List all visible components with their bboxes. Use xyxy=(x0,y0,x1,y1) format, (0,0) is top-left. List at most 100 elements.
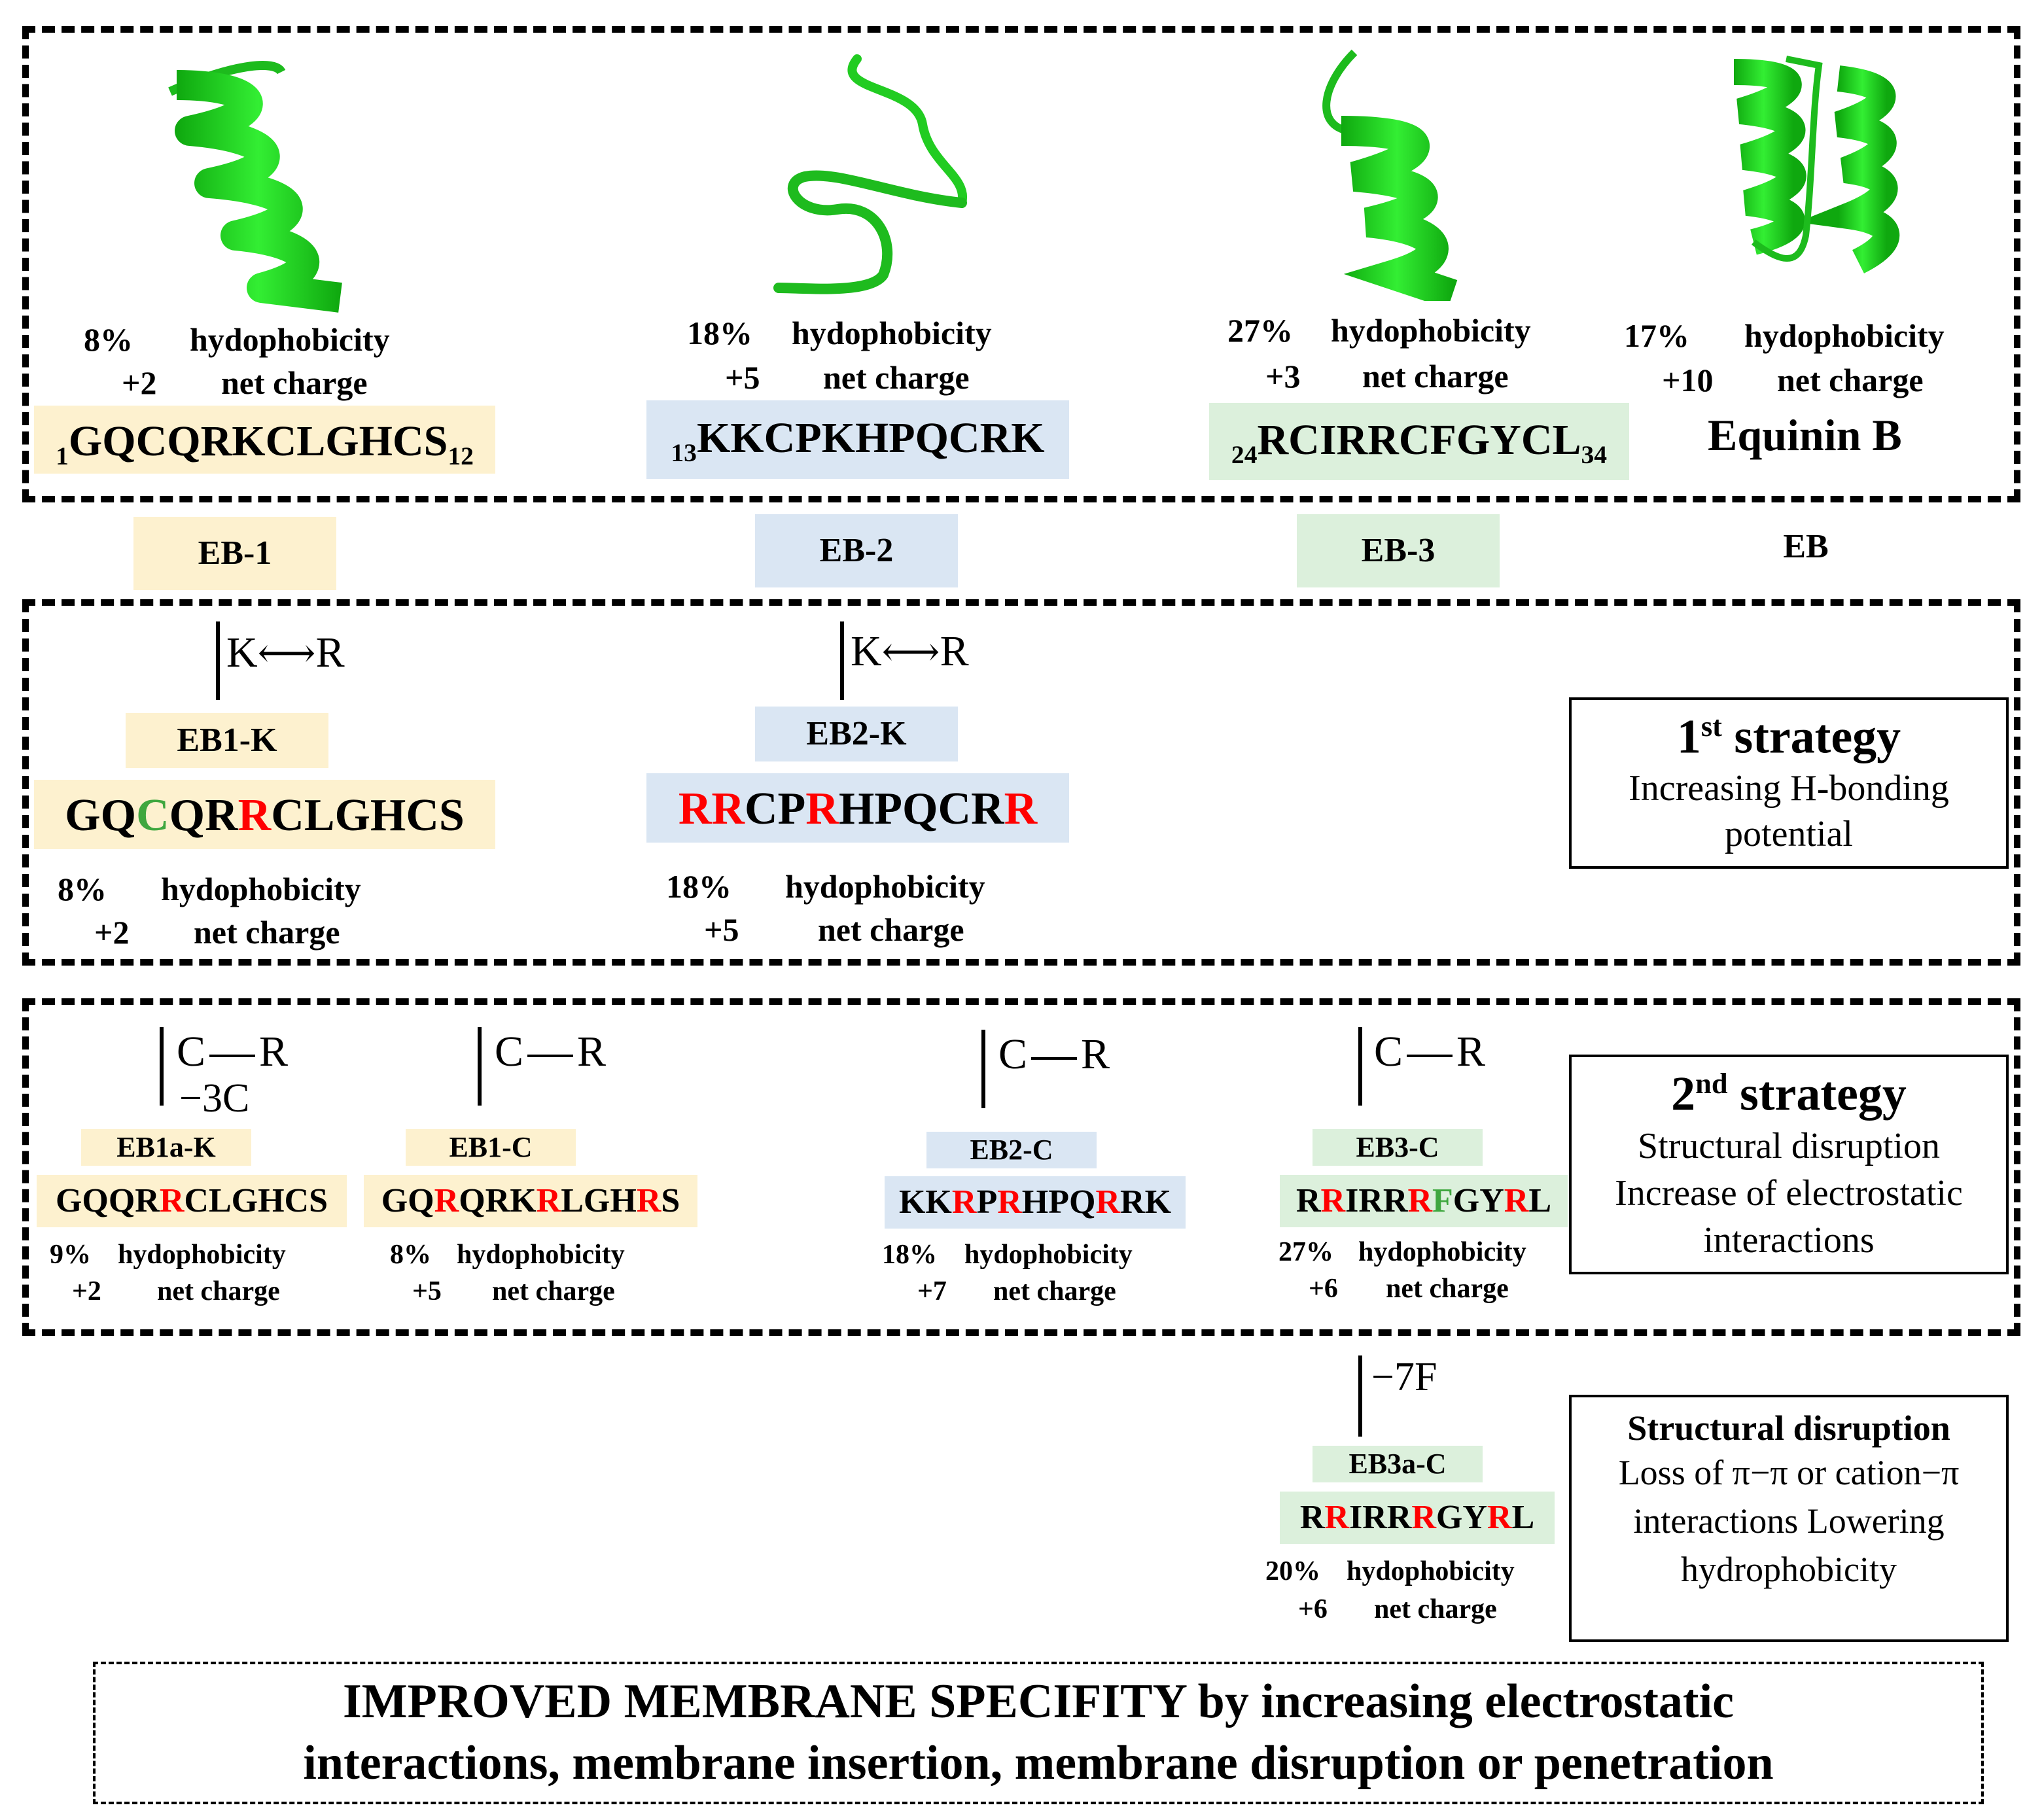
sequence-residue: IRR xyxy=(1345,1182,1408,1219)
sequence-residue: P xyxy=(976,1183,998,1221)
eb1ak-deletion: −3C xyxy=(179,1076,250,1121)
eb1ak-mutation-arrow xyxy=(160,1027,164,1106)
eb2-tag: EB-2 xyxy=(755,514,958,587)
strategy1-desc: Increasing H-bonding potential xyxy=(1629,767,1949,854)
eb-hydro-label: hydophobicity xyxy=(1744,317,1945,354)
eb3c-hydro-pct: 27% xyxy=(1278,1237,1333,1267)
eb3ac-hydro-pct: 20% xyxy=(1265,1556,1320,1586)
eb3c-tag: EB3-C xyxy=(1313,1129,1483,1166)
eb2k-sequence: RRCPRHPQCRR xyxy=(646,773,1069,843)
eb3ac-charge: +6 xyxy=(1298,1594,1328,1624)
eb1ak-sequence: GQQRRCLGHCS xyxy=(37,1175,347,1227)
eb-charge-label: net charge xyxy=(1777,362,1924,398)
eb1-sequence: 1GQCQRKCLGHCS12 xyxy=(34,406,495,474)
sequence-residue: CP xyxy=(744,784,806,834)
eb3ac-deletion-arrow xyxy=(1358,1355,1362,1437)
sequence-residue: GQ xyxy=(65,790,137,841)
sequence-residue: R xyxy=(1095,1183,1121,1221)
eb1-charge: +2 xyxy=(122,364,157,401)
sequence-residue: R xyxy=(1295,1182,1321,1219)
eb3-charge: +3 xyxy=(1265,358,1301,394)
strategy3-desc: Loss of π−π or cation−π interactions Low… xyxy=(1618,1453,1960,1589)
sequence-residue: RR xyxy=(678,784,745,834)
sequence-residue: R xyxy=(997,1183,1022,1221)
sequence-residue: R xyxy=(636,1182,661,1219)
sequence-residue: R xyxy=(238,790,272,841)
eb2-hydro-label: hydophobicity xyxy=(792,315,992,351)
eb1ak-charge-label: net charge xyxy=(157,1276,280,1306)
sequence-residue: R xyxy=(1004,784,1038,834)
sequence-residue: R xyxy=(434,1182,459,1219)
eb1k-sequence: GQCQRRCLGHCS xyxy=(34,780,495,849)
sequence-residue: IRR xyxy=(1348,1499,1412,1536)
sequence-residue: GQ xyxy=(381,1182,434,1219)
eb1ak-hydro-label: hydophobicity xyxy=(118,1240,286,1270)
eb1k-charge: +2 xyxy=(94,914,130,951)
eb2c-charge-label: net charge xyxy=(993,1276,1116,1306)
eb1k-tag: EB1-K xyxy=(126,713,328,768)
strategy2-description-box: 2nd strategy Structural disruption Incre… xyxy=(1569,1055,2009,1274)
top-panel xyxy=(22,26,2020,502)
eb3-sequence: 24RCIRRCFGYCL34 xyxy=(1209,403,1629,480)
eb1-hydro-pct: 8% xyxy=(84,321,133,358)
eb1c-hydro-label: hydophobicity xyxy=(457,1240,625,1270)
eb3c-hydro-label: hydophobicity xyxy=(1358,1237,1526,1267)
sequence-residue: R xyxy=(1407,1182,1432,1219)
eb1c-tag: EB1-C xyxy=(406,1129,576,1166)
sequence-residue: GY xyxy=(1453,1182,1504,1219)
eb3-hydro-pct: 27% xyxy=(1227,312,1293,349)
eb3c-charge-label: net charge xyxy=(1386,1274,1509,1304)
eb1-mutation: K⟷R xyxy=(226,629,345,676)
eb3ac-tag: EB3a-C xyxy=(1313,1446,1483,1482)
eb3ac-charge-label: net charge xyxy=(1374,1594,1497,1624)
eb3-charge-label: net charge xyxy=(1362,358,1509,394)
eb2c-hydro-pct: 18% xyxy=(882,1240,937,1270)
eb2-coil-structure xyxy=(773,54,968,294)
eb2c-tag: EB2-C xyxy=(926,1132,1097,1168)
eb2-mutation: K⟷R xyxy=(851,627,969,675)
eb3c-mutation-arrow xyxy=(1358,1027,1362,1106)
sequence-residue: F xyxy=(1432,1182,1453,1219)
eb2-hydro-pct: 18% xyxy=(687,315,752,351)
eb2-sequence: 13KKCPKHPQCRK xyxy=(646,400,1069,479)
strategy1-description-box: 1st strategy Increasing H-bonding potent… xyxy=(1569,697,2009,869)
conclusion-line2: interactions, membrane insertion, membra… xyxy=(303,1736,1774,1790)
sequence-residue: R xyxy=(536,1182,561,1219)
strategy2-desc2: Increase of electrostatic interactions xyxy=(1615,1172,1963,1261)
eb1c-charge-label: net charge xyxy=(492,1276,615,1306)
sequence-residue: C xyxy=(136,790,169,841)
equinin-b-structure xyxy=(1733,56,1900,273)
eb2k-tag: EB2-K xyxy=(755,707,958,761)
eb1-tag: EB-1 xyxy=(133,517,336,590)
eb1k-hydro-label: hydophobicity xyxy=(161,871,361,907)
strategy2-panel xyxy=(22,998,2020,1336)
sequence-residue: S xyxy=(661,1182,680,1219)
eb1c-sequence: GQRQRKRLGHRS xyxy=(364,1175,697,1227)
sequence-residue: LGH xyxy=(561,1182,637,1219)
eb1k-charge-label: net charge xyxy=(194,914,340,951)
eb2k-charge-label: net charge xyxy=(818,911,964,948)
strategy1-title: 1st strategy xyxy=(1676,710,1901,764)
eb1ak-hydro-pct: 9% xyxy=(50,1240,91,1270)
strategy1-panel xyxy=(22,599,2020,966)
eb3-helix-structure xyxy=(1322,49,1458,301)
sequence-residue: R xyxy=(805,784,839,834)
eb2k-charge: +5 xyxy=(704,911,739,948)
sequence-residue: L xyxy=(1511,1499,1535,1536)
sequence-residue: RK xyxy=(1120,1183,1172,1221)
sequence-residue: R xyxy=(1504,1182,1529,1219)
conclusion-line1: IMPROVED MEMBRANE SPECIFITY by increasin… xyxy=(343,1675,1734,1728)
sequence-residue: QRK xyxy=(459,1182,537,1219)
sequence-residue: R xyxy=(1299,1499,1325,1536)
sequence-residue: R xyxy=(951,1183,977,1221)
eb2-mutation-arrow xyxy=(840,621,844,700)
sequence-residue: R xyxy=(1487,1499,1512,1536)
sequence-residue: CLGHCS xyxy=(184,1182,328,1219)
eb-tag: EB xyxy=(1783,528,1829,565)
sequence-residue: R xyxy=(1320,1182,1346,1219)
eb3c-sequence: RRIRRRFGYRL xyxy=(1280,1175,1568,1227)
sequence-residue: KK xyxy=(898,1183,952,1221)
eb3-tag: EB-3 xyxy=(1297,514,1500,587)
eb1ak-charge: +2 xyxy=(72,1276,101,1306)
